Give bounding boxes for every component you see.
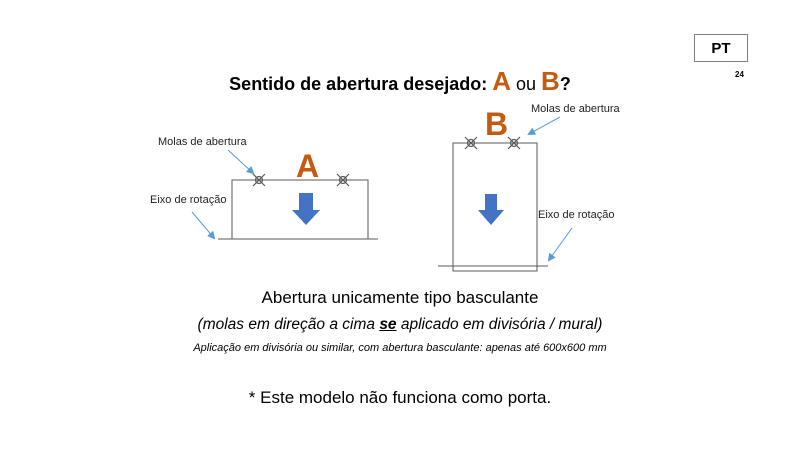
springs-direction-text: (molas em direção a cima se aplicado em …	[0, 316, 800, 334]
diagram-a-letter: A	[296, 148, 320, 184]
diagram-a	[191, 149, 378, 240]
title-option-b: B	[541, 66, 560, 96]
panel-b	[452, 142, 538, 272]
down-arrow-a-icon	[292, 193, 320, 225]
page-title: Sentido de abertura desejado: A ou B?	[0, 66, 800, 97]
diagram-a-axis-label: Eixo de rotação	[150, 194, 227, 206]
pointer-springs-b	[527, 116, 561, 135]
diagram-b	[438, 116, 573, 272]
pointer-springs-a	[227, 149, 255, 175]
springs-direction-after: aplicado em divisória / mural)	[396, 316, 603, 333]
spring-a-left	[252, 173, 266, 187]
language-code: PT	[711, 39, 731, 57]
diagram-b-springs-label: Molas de abertura	[531, 103, 620, 115]
title-suffix: ?	[559, 74, 571, 94]
springs-direction-emphasis: se	[379, 316, 397, 333]
size-limit-text: Aplicação em divisória ou similar, com a…	[193, 342, 607, 354]
spring-a-right	[336, 173, 350, 187]
diagram-a-springs-label: Molas de abertura	[158, 136, 247, 148]
page-number: 24	[735, 70, 744, 79]
title-connector: ou	[511, 74, 542, 94]
springs-direction-before: (molas em direção a cima	[197, 316, 380, 333]
diagram-b-letter: B	[485, 106, 509, 142]
spring-b-left	[464, 136, 478, 150]
title-option-a: A	[492, 66, 512, 96]
opening-type-text: Abertura unicamente tipo basculante	[261, 288, 539, 307]
language-badge: PT	[694, 34, 748, 62]
title-prefix: Sentido de abertura desejado:	[229, 74, 493, 94]
spring-b-right	[507, 136, 521, 150]
door-warning-text: * Este modelo não funciona como porta.	[248, 388, 552, 407]
pointer-axis-b	[547, 227, 573, 262]
diagram-b-axis-label: Eixo de rotação	[538, 209, 615, 221]
pointer-axis-a	[191, 211, 216, 240]
down-arrow-b-icon	[478, 194, 504, 225]
